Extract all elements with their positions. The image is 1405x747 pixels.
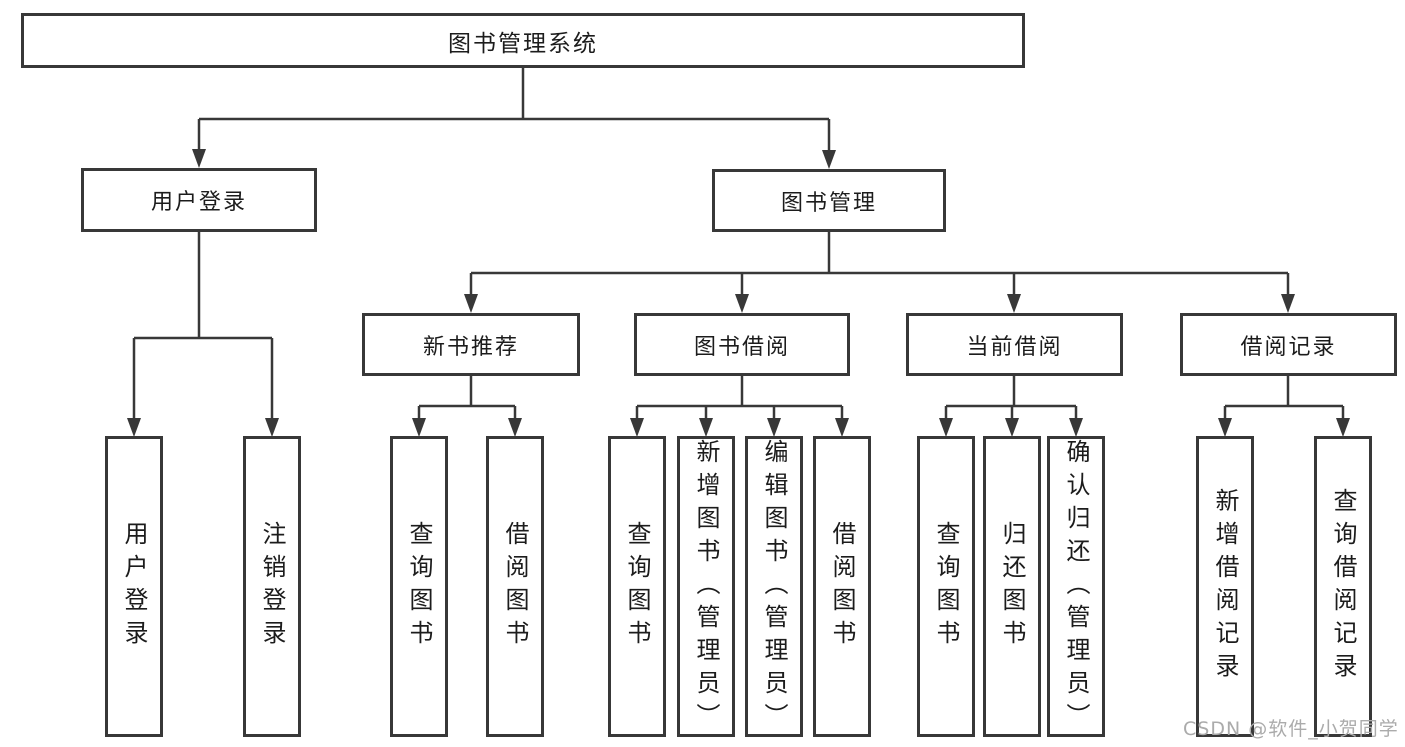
node-current-borrow: 当前借阅 xyxy=(906,313,1123,376)
arrowheads xyxy=(127,149,1350,437)
leaf-user-login-label: 用户登录 xyxy=(120,520,148,653)
leaf-query-books-borrow: 查询图书 xyxy=(608,436,666,737)
leaf-edit-book-admin: 编辑图书（管理员） xyxy=(745,436,803,737)
leaf-query-borrow-record-label: 查询借阅记录 xyxy=(1329,487,1357,686)
leaf-add-borrow-record-label: 新增借阅记录 xyxy=(1211,487,1239,686)
leaf-query-books-recommend-label: 查询图书 xyxy=(405,520,433,653)
node-new-book-recommend-label: 新书推荐 xyxy=(422,334,519,360)
node-library-system-label: 图书管理系统 xyxy=(448,30,598,57)
leaf-add-book-admin-label: 新增图书（管理员） xyxy=(692,439,720,736)
leaf-query-books-recommend: 查询图书 xyxy=(390,436,448,737)
node-borrow-records-label: 借阅记录 xyxy=(1240,334,1337,360)
leaf-borrow-books-borrow: 借阅图书 xyxy=(813,436,871,737)
node-book-borrow: 图书借阅 xyxy=(634,313,850,376)
leaf-logout: 注销登录 xyxy=(243,436,301,737)
leaf-query-books-current-label: 查询图书 xyxy=(932,520,960,653)
leaf-add-book-admin: 新增图书（管理员） xyxy=(677,436,735,737)
node-current-borrow-label: 当前借阅 xyxy=(966,334,1063,360)
leaf-logout-label: 注销登录 xyxy=(258,520,286,653)
leaf-borrow-books-borrow-label: 借阅图书 xyxy=(828,520,856,653)
leaf-return-books: 归还图书 xyxy=(983,436,1041,737)
node-new-book-recommend: 新书推荐 xyxy=(362,313,580,376)
leaf-borrow-books-recommend-label: 借阅图书 xyxy=(501,520,529,653)
node-user-login: 用户登录 xyxy=(81,168,317,232)
leaf-confirm-return-admin: 确认归还（管理员） xyxy=(1047,436,1105,737)
leaf-query-books-borrow-label: 查询图书 xyxy=(623,520,651,653)
node-library-system: 图书管理系统 xyxy=(21,13,1025,68)
node-book-management: 图书管理 xyxy=(712,169,946,232)
node-borrow-records: 借阅记录 xyxy=(1180,313,1397,376)
watermark: CSDN @软件_小贺同学 xyxy=(1183,718,1399,740)
node-book-management-label: 图书管理 xyxy=(780,190,877,216)
leaf-query-borrow-record: 查询借阅记录 xyxy=(1314,436,1372,737)
leaf-user-login: 用户登录 xyxy=(105,436,163,737)
leaf-return-books-label: 归还图书 xyxy=(998,520,1026,653)
leaf-borrow-books-recommend: 借阅图书 xyxy=(486,436,544,737)
leaf-add-borrow-record: 新增借阅记录 xyxy=(1196,436,1254,737)
leaf-query-books-current: 查询图书 xyxy=(917,436,975,737)
leaf-confirm-return-admin-label: 确认归还（管理员） xyxy=(1062,439,1090,736)
leaf-edit-book-admin-label: 编辑图书（管理员） xyxy=(760,439,788,736)
node-user-login-label: 用户登录 xyxy=(150,190,247,215)
node-book-borrow-label: 图书借阅 xyxy=(693,334,790,360)
